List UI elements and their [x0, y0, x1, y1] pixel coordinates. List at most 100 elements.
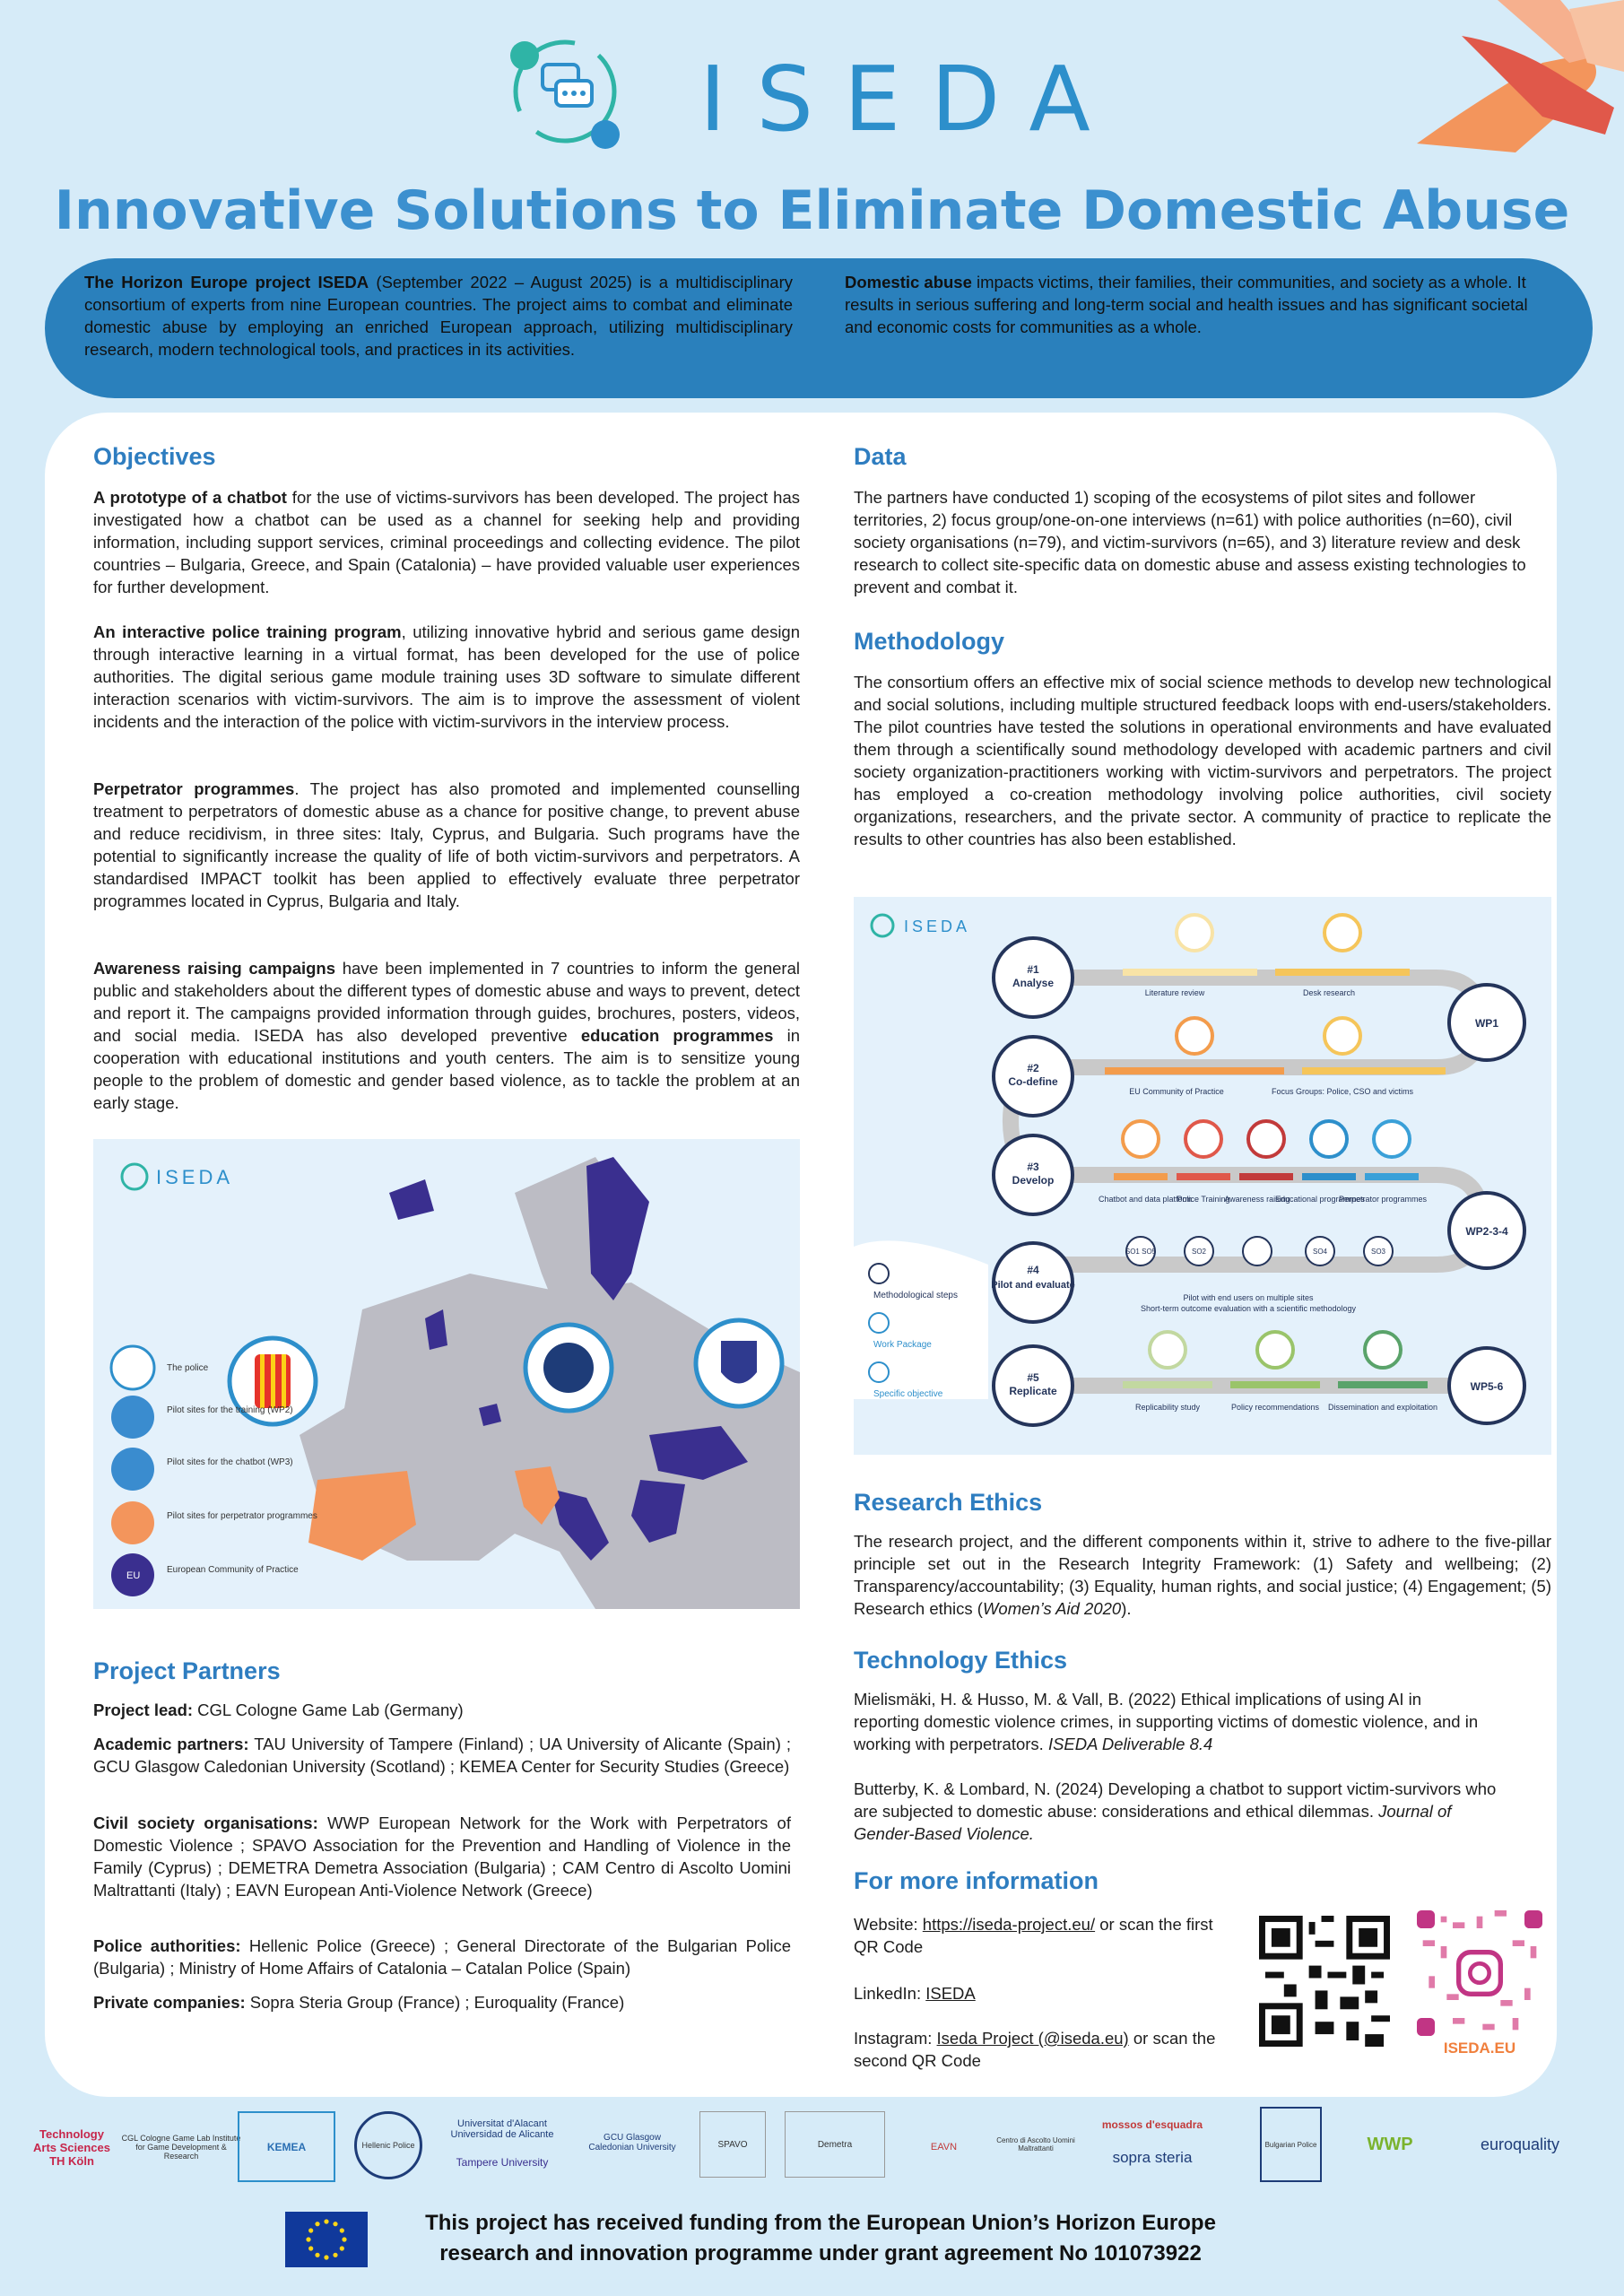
- logo-gcu: GCU Glasgow Caledonian University: [588, 2133, 676, 2152]
- research-ethics-text: The research project, and the different …: [854, 1532, 1551, 1618]
- eu-star: [333, 2252, 338, 2257]
- logo-mossos: mossos d'esquadra: [1101, 2118, 1203, 2131]
- intro-band: The Horizon Europe project ISEDA (Septem…: [45, 258, 1593, 398]
- eu-star: [308, 2228, 314, 2233]
- step1-circle: [992, 936, 1074, 1019]
- svg-text:Perpetrator programmes: Perpetrator programmes: [1339, 1195, 1428, 1204]
- methodology-heading: Methodology: [854, 628, 1004, 655]
- svg-text:Methodological steps: Methodological steps: [873, 1291, 958, 1300]
- svg-text:WP1: WP1: [1475, 1017, 1498, 1030]
- eu-star: [339, 2246, 344, 2251]
- linkedin-link[interactable]: ISEDA: [925, 1984, 976, 2003]
- svg-text:Desk research: Desk research: [1303, 988, 1355, 997]
- svg-text:WP2-3-4: WP2-3-4: [1465, 1225, 1508, 1238]
- logo-bulgarian-police: Bulgarian Police: [1260, 2107, 1322, 2182]
- logo-th-koln: Technology Arts Sciences TH Köln: [33, 2126, 110, 2168]
- logo-sopra-steria: sopra steria: [1112, 2149, 1193, 2166]
- greece-shape: [631, 1480, 685, 1543]
- data-text: The partners have conducted 1) scoping o…: [854, 488, 1526, 596]
- website-line: Website: https://iseda-project.eu/ or sc…: [854, 1915, 1213, 1956]
- spain-shape: [308, 1471, 416, 1561]
- step2-circle: [992, 1035, 1074, 1118]
- logo-kemea: KEMEA: [238, 2111, 335, 2182]
- svg-text:SO4: SO4: [1313, 1248, 1328, 1256]
- svg-text:Analyse: Analyse: [1012, 977, 1054, 989]
- header-logo: [502, 20, 628, 154]
- italy-south-shape: [551, 1489, 609, 1561]
- step5-circle: [992, 1344, 1074, 1427]
- hands-illustration: [1408, 0, 1624, 170]
- svg-text:Awareness raising: Awareness raising: [1224, 1195, 1290, 1204]
- svg-text:WP5-6: WP5-6: [1471, 1380, 1504, 1393]
- page-title: Innovative Solutions to Eliminate Domest…: [54, 179, 1570, 242]
- linkedin-line: LinkedIn: ISEDA: [854, 1984, 976, 2003]
- logo-wwp: WWP: [1367, 2135, 1413, 2154]
- data-heading: Data: [854, 443, 907, 470]
- logo-demetra: Demetra: [785, 2111, 885, 2178]
- instagram-qr-caption: ISEDA.EU: [1443, 2039, 1516, 2057]
- finland-shape: [586, 1157, 649, 1300]
- italy-north-shape: [515, 1466, 560, 1525]
- partners-lead: Project lead: CGL Cologne Game Lab (Germ…: [93, 1700, 464, 1719]
- research-ethics-heading: Research Ethics: [854, 1489, 1043, 1516]
- legend-chatbot: Pilot sites for the chatbot (WP3): [167, 1457, 293, 1467]
- eu-star: [315, 2222, 320, 2227]
- funding-statement: This project has received funding from t…: [425, 2211, 1216, 2266]
- partners-heading: Project Partners: [93, 1657, 281, 1684]
- step4-circle: [992, 1241, 1074, 1324]
- svg-text:Police Training: Police Training: [1177, 1195, 1229, 1204]
- wp234-circle: [1447, 1191, 1526, 1270]
- svg-text:Educational programmes: Educational programmes: [1275, 1195, 1366, 1204]
- svg-text:Focus Groups: Police, CSO and: Focus Groups: Police, CSO and victims: [1272, 1087, 1414, 1096]
- eu-star: [308, 2246, 314, 2251]
- svg-text:SO1 SO5: SO1 SO5: [1125, 1248, 1157, 1256]
- objective-police-training: An interactive police training program, …: [93, 622, 801, 731]
- svg-text:Policy recommendations: Policy recommendations: [1231, 1403, 1320, 1412]
- legend-police: The police: [167, 1363, 209, 1373]
- legend-eu-badge: EU: [126, 1570, 140, 1581]
- logo-eavn: EAVN: [930, 2142, 958, 2152]
- logo-cam: Centro di Ascolto Uomini Maltrattanti: [996, 2136, 1075, 2152]
- objective-perpetrator: Perpetrator programmes. The project has …: [93, 779, 800, 910]
- svg-text:EU Community of Practice: EU Community of Practice: [1129, 1087, 1224, 1096]
- website-qr-code[interactable]: [1259, 1916, 1390, 2047]
- instagram-link[interactable]: Iseda Project (@iseda.eu): [936, 2029, 1129, 2048]
- svg-text:Work Package: Work Package: [873, 1340, 932, 1350]
- iceland-shape: [389, 1179, 434, 1220]
- svg-text:Dissemination and exploitation: Dissemination and exploitation: [1328, 1403, 1437, 1412]
- step3-circle: [992, 1134, 1074, 1216]
- objectives-heading: Objectives: [93, 443, 216, 470]
- objective-awareness: Awareness raising campaigns have been im…: [93, 959, 801, 1112]
- svg-text:Co-define: Co-define: [1008, 1075, 1058, 1088]
- eu-star: [324, 2219, 329, 2224]
- partners-police: Police authorities: Hellenic Police (Gre…: [93, 1936, 791, 1978]
- svg-text:#5: #5: [1027, 1371, 1039, 1384]
- website-link[interactable]: https://iseda-project.eu/: [922, 1915, 1096, 1934]
- instagram-line: Instagram: Iseda Project (@iseda.eu) or …: [854, 2029, 1216, 2070]
- legend-eu-cop: European Community of Practice: [167, 1565, 299, 1575]
- logo-hellenic-police: Hellenic Police: [354, 2111, 422, 2179]
- svg-text:Pilot with end users on multip: Pilot with end users on multiple sites: [1183, 1293, 1314, 1302]
- legend-perpetrator: Pilot sites for perpetrator programmes: [167, 1511, 317, 1521]
- svg-text:Specific objective: Specific objective: [873, 1389, 943, 1399]
- scotland-shape: [425, 1309, 447, 1350]
- svg-text:#3: #3: [1027, 1161, 1039, 1173]
- intro-left: The Horizon Europe project ISEDA (Septem…: [84, 273, 794, 359]
- bulgaria-shape: [649, 1426, 748, 1480]
- svg-text:Pilot and evaluate: Pilot and evaluate: [991, 1280, 1075, 1291]
- svg-text:#2: #2: [1027, 1062, 1039, 1074]
- legend-training: Pilot sites for the training (WP2): [167, 1405, 293, 1415]
- eu-star: [342, 2237, 347, 2242]
- logo-euroquality: euroquality: [1480, 2135, 1560, 2153]
- logo-wordmark: ISEDA: [699, 47, 1121, 152]
- instagram-qr-code[interactable]: [1417, 1910, 1542, 2036]
- tech-ethics-ref1: Mielismäki, H. & Husso, M. & Vall, B. (2…: [854, 1690, 1479, 1753]
- eu-star: [333, 2222, 338, 2227]
- svg-text:SO2: SO2: [1192, 1248, 1207, 1256]
- wp56-circle: [1447, 1346, 1526, 1425]
- svg-text:#1: #1: [1027, 963, 1039, 976]
- svg-text:Replicability study: Replicability study: [1135, 1403, 1201, 1412]
- svg-text:Develop: Develop: [1012, 1174, 1055, 1187]
- more-info-heading: For more information: [854, 1867, 1099, 1894]
- wp1-circle: [1447, 983, 1526, 1062]
